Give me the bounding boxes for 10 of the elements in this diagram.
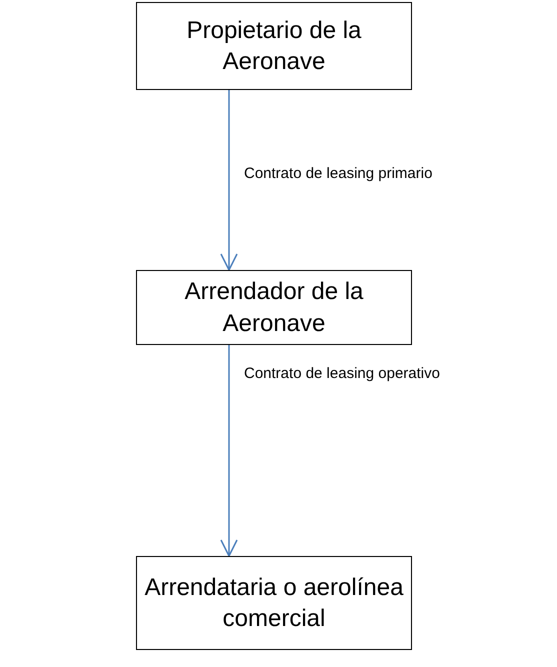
- node-text: Arrendador de la Aeronave: [184, 277, 364, 338]
- node-text: Propietario de la Aeronave: [186, 16, 362, 77]
- arrow: [220, 345, 238, 557]
- process-box: [136, 556, 412, 650]
- process-box: [136, 270, 412, 345]
- edge-label: Contrato de leasing primario: [244, 165, 432, 182]
- arrow: [220, 90, 238, 271]
- node-text: Arrendataria o aerolínea comercial: [144, 572, 404, 634]
- process-box: [136, 2, 412, 90]
- edge-label: Contrato de leasing operativo: [244, 365, 440, 382]
